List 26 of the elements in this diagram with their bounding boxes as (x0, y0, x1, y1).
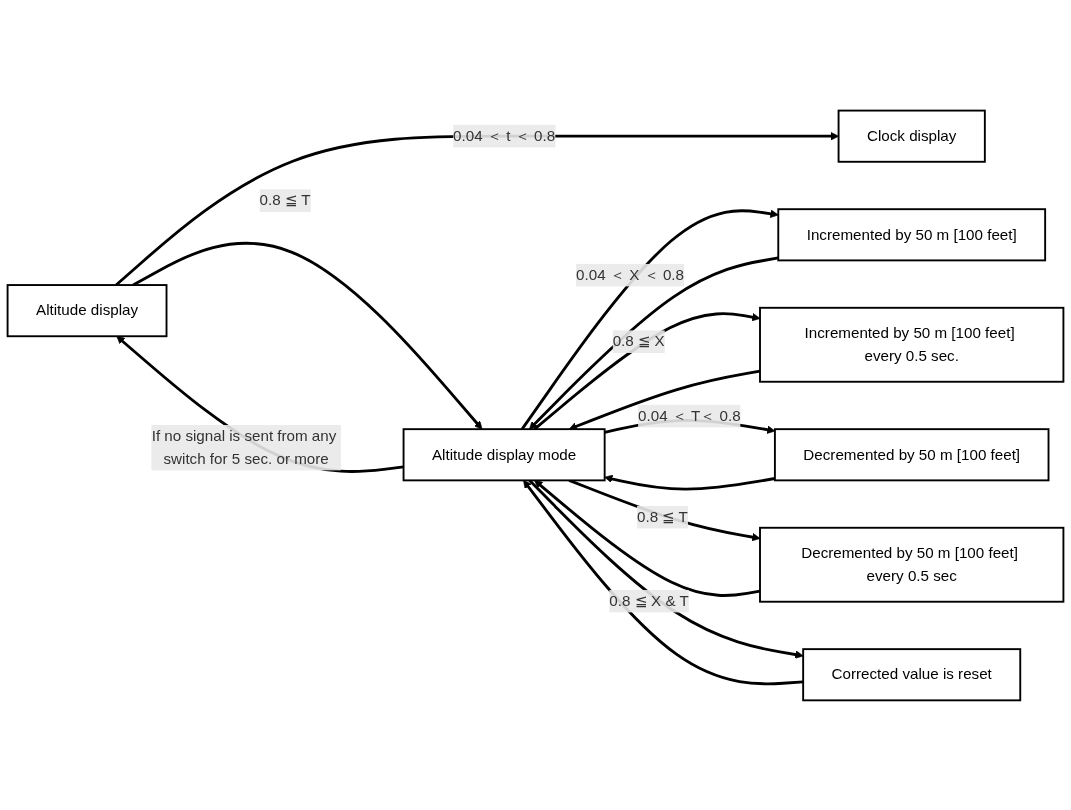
edge-label: 0.8 ≦ T (259, 191, 311, 208)
arrow (116, 335, 404, 473)
arrow (529, 256, 779, 430)
arrow (520, 208, 779, 430)
node-box: Decremented by 50 m [100 feet] every 0.5 sec (759, 526, 1065, 603)
node-box: Altitude display mode (402, 427, 606, 481)
edge-label: 0.8 ≦ X (612, 332, 665, 349)
node-box: Incremented by 50 m [100 feet] every 0.5 sec. (759, 306, 1065, 383)
node-box: Decremented by 50 m [100 feet] (773, 427, 1050, 481)
edge-label: 0.04 ＜ X ＜ 0.8 (576, 266, 685, 283)
arrow (534, 479, 761, 597)
arrow (115, 131, 839, 286)
edge-label: 0.8 ≦ T (636, 508, 688, 525)
node-box: Clock display (837, 109, 986, 163)
node-box: Corrected value is reset (802, 647, 1022, 701)
arrow (533, 311, 761, 430)
node-box: Incremented by 50 m [100 feet] (777, 207, 1047, 261)
arrow (568, 369, 761, 430)
node-box: Altitude display (6, 283, 168, 337)
arrow (604, 474, 776, 491)
edge-label: 0.04 ＜ t ＜ 0.8 (453, 127, 556, 144)
edge-label: If no signal is sent from any switch for 5 sec. or more (151, 427, 337, 467)
edge-label: 0.04 ＜ T＜ 0.8 (638, 407, 741, 424)
edge-label: 0.8 ≦ X & T (609, 592, 689, 609)
arrow (568, 478, 761, 541)
arrow (132, 241, 483, 430)
